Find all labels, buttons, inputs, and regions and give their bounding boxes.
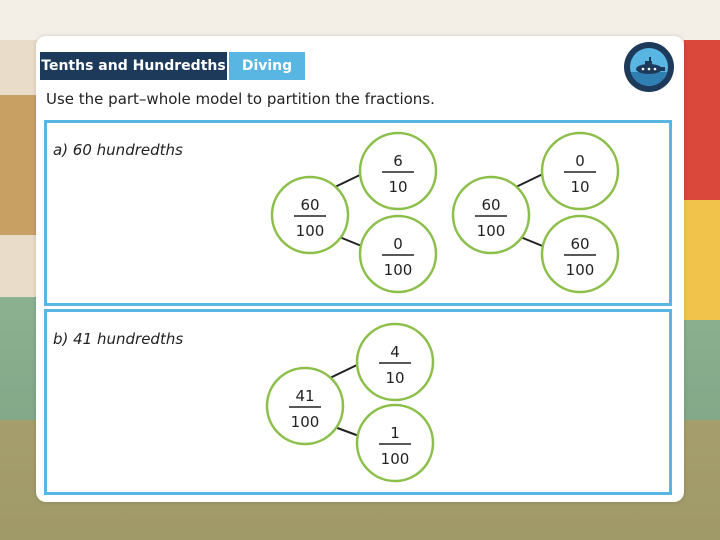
part-numerator: 1 <box>390 424 400 442</box>
whole-numerator: 60 <box>300 196 319 214</box>
part-denominator: 10 <box>388 178 407 196</box>
whole-node[interactable]: 60 100 <box>451 175 531 255</box>
part-denominator: 10 <box>570 178 589 196</box>
topic-tab: Tenths and Hundredths <box>40 52 227 80</box>
whole-denominator: 100 <box>296 222 325 240</box>
question-a-label: a) 60 hundredths <box>53 141 183 159</box>
activity-card: Tenths and Hundredths Diving Use the par… <box>36 36 684 502</box>
part-numerator: 0 <box>575 152 585 170</box>
part-node[interactable]: 60 100 <box>540 214 620 294</box>
whole-node[interactable]: 60 100 <box>270 175 350 255</box>
submarine-icon <box>630 48 668 86</box>
whole-numerator: 41 <box>295 387 314 405</box>
part-denominator: 100 <box>384 261 413 279</box>
whole-numerator: 60 <box>481 196 500 214</box>
level-tab: Diving <box>229 52 305 80</box>
part-node[interactable]: 0 10 <box>540 131 620 211</box>
whole-denominator: 100 <box>477 222 506 240</box>
question-b-panel: b) 41 hundredths 41 100 4 10 1 100 <box>44 309 672 495</box>
whole-denominator: 100 <box>291 413 320 431</box>
question-a-diagram: 60 100 6 10 0 100 60 <box>270 131 620 294</box>
part-denominator: 10 <box>385 369 404 387</box>
part-node[interactable]: 6 10 <box>358 131 438 211</box>
question-b-diagram: 41 100 4 10 1 100 <box>265 322 435 483</box>
question-a-panel: a) 60 hundredths 60 100 6 10 0 100 <box>44 120 672 306</box>
part-node[interactable]: 4 10 <box>355 322 435 402</box>
instruction-text: Use the part–whole model to partition th… <box>46 90 435 108</box>
part-node[interactable]: 0 100 <box>358 214 438 294</box>
part-numerator: 60 <box>570 235 589 253</box>
diving-badge <box>624 42 674 92</box>
question-b-label: b) 41 hundredths <box>53 330 184 348</box>
part-numerator: 0 <box>393 235 403 253</box>
part-numerator: 4 <box>390 343 400 361</box>
whole-node[interactable]: 41 100 <box>265 366 345 446</box>
part-node[interactable]: 1 100 <box>355 403 435 483</box>
part-denominator: 100 <box>566 261 595 279</box>
part-numerator: 6 <box>393 152 403 170</box>
part-denominator: 100 <box>381 450 410 468</box>
